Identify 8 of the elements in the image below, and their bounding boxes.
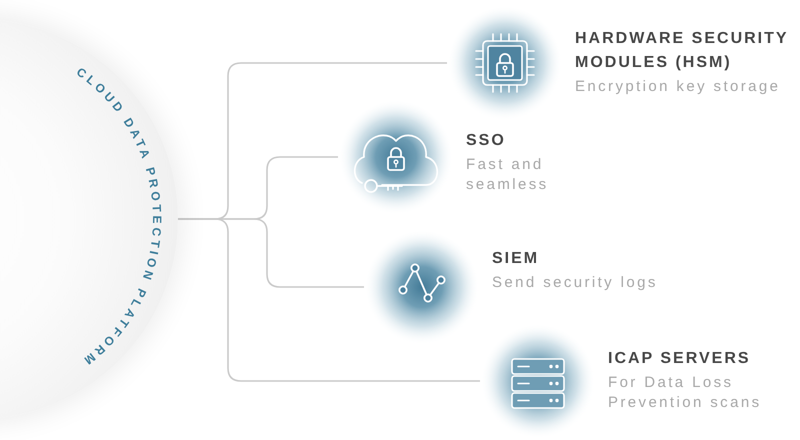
service-title: SIEM — [492, 249, 540, 269]
service-title: ICAP SERVERS — [608, 349, 752, 369]
service-description: Encryption key storage — [575, 77, 782, 97]
service-title: HARDWARE SECURITY MODULES (HSM) — [575, 29, 790, 73]
service-description: For Data Loss Prevention scans — [608, 373, 762, 413]
service-title: SSO — [466, 131, 507, 151]
service-description: Send security logs — [492, 273, 659, 293]
service-description: Fast and seamless — [466, 155, 550, 195]
